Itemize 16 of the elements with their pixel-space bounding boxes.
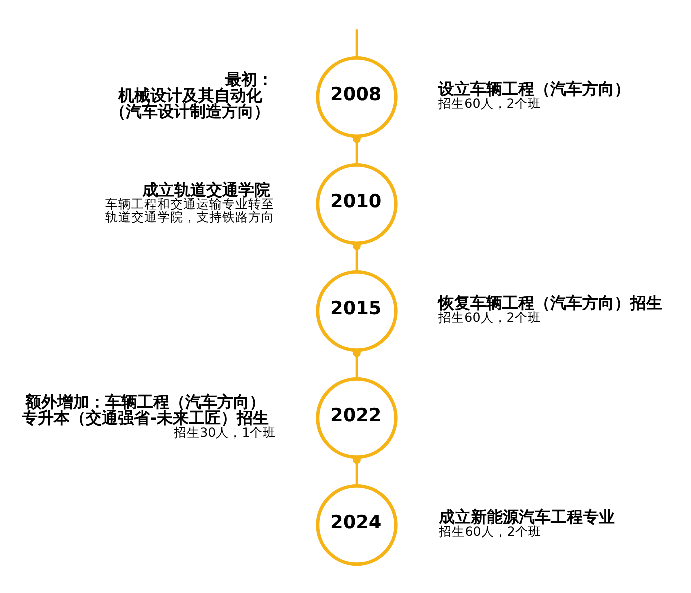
node-circle: 2010 [316, 163, 398, 246]
node-label: 成立轨道交通学院 [142, 180, 270, 200]
node-label: 招生30人，1个班 [174, 425, 276, 440]
node-label: 招生60人，2个班 [438, 96, 541, 112]
node-circle: 2008 [316, 56, 398, 138]
node-label: 额外增加：车辆工程（汽车方向）专升本（交通强省-未来工匠）招生 [22, 392, 269, 428]
node-circle: 2022 [316, 377, 398, 460]
node-circle: 2015 [316, 270, 398, 352]
node-label: 设立车辆工程（汽车方向） [438, 80, 631, 99]
connector [356, 30, 358, 58]
connector [353, 242, 361, 272]
connector [353, 135, 361, 165]
node-circle: 2024 [316, 484, 398, 566]
connector [353, 349, 361, 379]
connector [353, 456, 361, 486]
node-label: 最初： [225, 70, 274, 89]
